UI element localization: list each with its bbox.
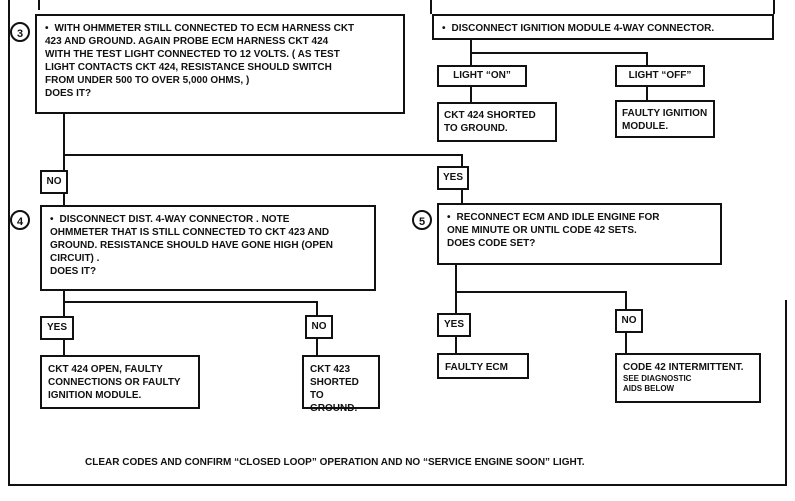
light-off-label: LIGHT “OFF” [615,65,705,87]
step-number-4: 4 [10,210,30,230]
connector [461,154,463,170]
disconnect-text: DISCONNECT IGNITION MODULE 4-WAY CONNECT… [451,23,715,34]
no-label: NO [615,309,643,333]
result-faulty-ignition-module: FAULTY IGNITION MODULE. [615,100,715,138]
no-label: NO [40,170,68,194]
disconnect-module-box: • DISCONNECT IGNITION MODULE 4-WAY CONNEC… [432,14,774,40]
bullet-icon: • [50,214,54,225]
connector [316,339,318,355]
connector [63,154,65,170]
bullet-icon: • [442,23,446,34]
connector [470,87,472,103]
connector [63,291,65,303]
step-5-box: •RECONNECT ECM AND IDLE ENGINE FOR ONE M… [437,203,722,265]
step-3-text: WITH OHMMETER STILL CONNECTED TO ECM HAR… [45,23,355,99]
connector [455,337,457,353]
bullet-icon: • [447,212,451,223]
yes-label: YES [40,316,74,340]
yes-label: YES [437,313,471,337]
connector [63,301,318,303]
connector [63,301,65,316]
step-3-box: •WITH OHMMETER STILL CONNECTED TO ECM HA… [35,14,405,114]
connector [430,0,432,14]
step-number-3: 3 [10,22,30,42]
bullet-icon: • [45,23,49,34]
footer-instruction: CLEAR CODES AND CONFIRM “CLOSED LOOP” OP… [85,457,585,468]
connector [646,87,648,101]
light-on-label: LIGHT “ON” [437,65,527,87]
connector [773,0,775,14]
connector [38,0,40,10]
no-label: NO [305,315,333,339]
step-number-5: 5 [412,210,432,230]
code42-subtext: SEE DIAGNOSTIC AIDS BELOW [623,374,692,393]
connector [455,291,627,293]
connector [63,194,65,208]
connector [625,333,627,353]
yes-label: YES [437,166,469,190]
connector [455,265,457,293]
connector [461,190,463,204]
connector [455,291,457,313]
connector [646,52,648,66]
connector [63,114,65,156]
step-5-text: RECONNECT ECM AND IDLE ENGINE FOR ONE MI… [447,212,660,249]
code42-text: CODE 42 INTERMITTENT. [623,362,744,373]
connector [470,40,472,54]
result-ckt423-shorted-ground: CKT 423 SHORTED TO GROUND. [302,355,380,414]
connector [470,52,648,54]
step-4-text: DISCONNECT DIST. 4-WAY CONNECTOR . NOTE … [50,214,333,277]
result-ckt424-shorted-ground: CKT 424 SHORTED TO GROUND. [437,102,557,142]
frame-left [8,0,10,486]
result-faulty-ecm: FAULTY ECM [437,353,529,379]
frame-bottom [8,484,787,486]
step-4-box: •DISCONNECT DIST. 4-WAY CONNECTOR . NOTE… [40,205,376,291]
result-ckt424-open: CKT 424 OPEN, FAULTY CONNECTIONS OR FAUL… [40,355,200,409]
connector [63,154,463,156]
connector [63,340,65,355]
connector [470,52,472,66]
frame-right [785,300,787,486]
connector [625,291,627,309]
connector [316,301,318,315]
result-code-42-intermittent: CODE 42 INTERMITTENT. SEE DIAGNOSTIC AID… [615,353,761,403]
